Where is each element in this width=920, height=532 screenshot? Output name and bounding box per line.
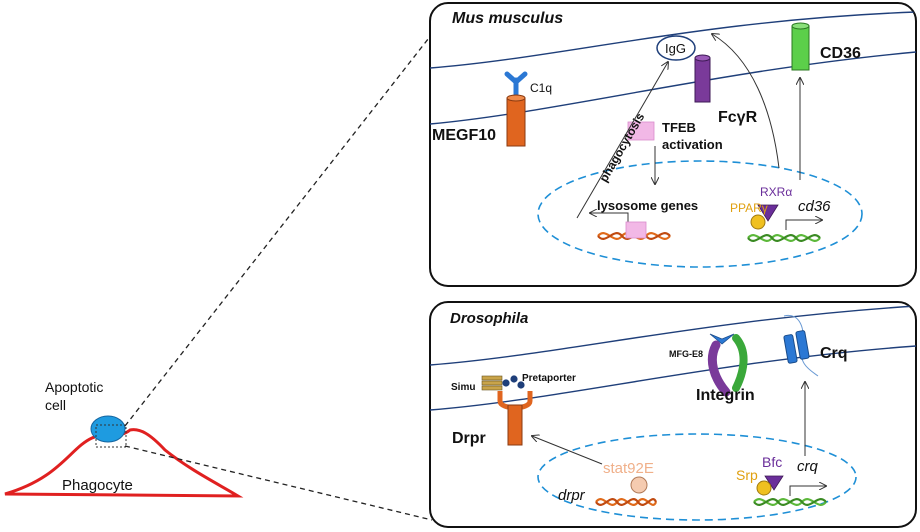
simu-label: Simu xyxy=(451,382,475,393)
zoom-line-top xyxy=(124,33,433,427)
crq-receptor-icon xyxy=(783,314,819,377)
fcgr-receptor-icon xyxy=(694,54,711,103)
mfge8-icon xyxy=(709,333,735,345)
cd36-gene-label: cd36 xyxy=(798,198,831,215)
srp-icon xyxy=(756,480,772,496)
nucleus-to-drpr-arrow xyxy=(532,436,603,465)
fly-nucleus xyxy=(537,433,857,521)
fly-membrane-inner xyxy=(430,345,916,411)
lysosome-genes-label: lysosome genes xyxy=(597,198,698,213)
drpr-label: Drpr xyxy=(452,430,486,447)
tfeb-label-2: activation xyxy=(662,137,723,152)
igg-label: IgG xyxy=(665,41,686,56)
integrin-receptor-icon xyxy=(707,334,748,397)
apoptotic-cell-label-1: Apoptotic xyxy=(45,379,103,395)
fly-membrane-outer xyxy=(430,305,916,366)
mouse-membrane-inner xyxy=(430,51,916,125)
zoom-box xyxy=(95,424,127,448)
fly-panel-title: Drosophila xyxy=(450,310,528,327)
apoptotic-cell-label-2: cell xyxy=(45,397,66,413)
cd36-label: CD36 xyxy=(820,45,861,62)
cd36-dna-icon xyxy=(747,234,821,242)
drpr-receptor-icon xyxy=(497,391,533,446)
phagocytosis-arrow xyxy=(576,62,668,219)
rxra-icon xyxy=(757,204,779,222)
c1q-label: C1q xyxy=(530,81,552,95)
mfge8-label: MFG-E8 xyxy=(669,349,703,359)
zoom-line-bottom xyxy=(124,445,433,521)
ppary-label: PPARγ xyxy=(730,201,768,215)
mouse-nucleus xyxy=(537,160,863,268)
phagocyte-label: Phagocyte xyxy=(62,477,133,494)
lysosome-promoter-arrow xyxy=(590,213,629,225)
srp-label: Srp xyxy=(736,467,758,483)
mouse-panel-title: Mus musculus xyxy=(452,10,563,27)
stat92e-label: stat92E xyxy=(603,460,654,477)
apoptotic-cell xyxy=(90,415,126,443)
simu-icon xyxy=(481,375,503,391)
lysosome-dna-icon xyxy=(597,221,671,240)
nucleus-to-fcgr-arrow xyxy=(712,34,780,169)
crq-gene-label: crq xyxy=(797,458,818,475)
stat92e-icon xyxy=(630,476,648,494)
bfc-label: Bfc xyxy=(762,454,782,470)
mouse-membrane-outer xyxy=(430,11,916,69)
fly-panel: Drosophila Simu Pretaporter Drpr MFG-E8 xyxy=(429,301,917,528)
ppary-icon xyxy=(750,214,766,230)
crq-promoter-arrow xyxy=(789,486,826,496)
megf10-label: MEGF10 xyxy=(432,127,496,144)
pretaporter-icon xyxy=(502,375,525,389)
drpr-gene-label: drpr xyxy=(558,487,586,504)
fcgr-label: FcγR xyxy=(718,109,758,126)
crq-dna-icon xyxy=(753,498,827,506)
igg-icon xyxy=(656,35,696,61)
pretaporter-label: Pretaporter xyxy=(522,373,576,384)
drpr-dna-icon xyxy=(595,498,658,506)
cd36-receptor-icon xyxy=(791,22,810,71)
megf10-receptor-icon xyxy=(506,94,526,147)
mouse-panel: Mus musculus C1q MEGF10 IgG FcγR CD36 TF… xyxy=(429,2,917,287)
phagocyte-cell xyxy=(4,428,244,498)
rxra-label: RXRα xyxy=(760,185,792,199)
tfeb-label-1: TFEB xyxy=(662,120,696,135)
crq-label: Crq xyxy=(820,345,848,362)
c1q-icon xyxy=(504,71,528,98)
cd36-promoter-arrow xyxy=(785,220,822,230)
integrin-label: Integrin xyxy=(696,387,755,404)
